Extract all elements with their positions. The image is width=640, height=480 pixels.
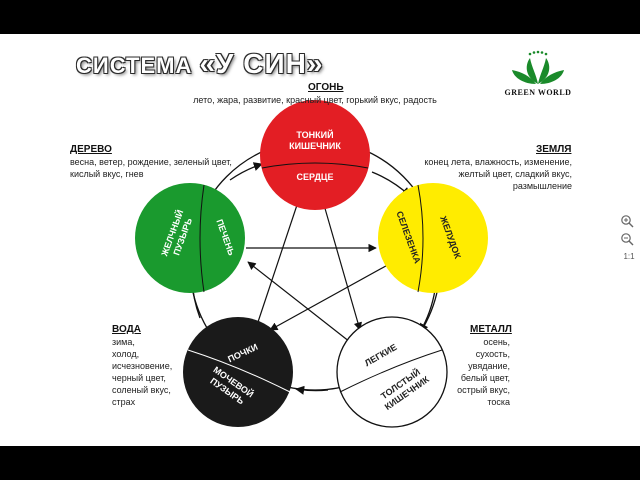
leaf-logo-icon bbox=[512, 50, 564, 84]
earth-circle bbox=[378, 183, 488, 293]
wood-desc: весна, ветер, рождение, зеленый цвет, ки… bbox=[70, 157, 232, 179]
fire-name: ОГОНЬ bbox=[308, 82, 344, 93]
arrow-earth-water bbox=[269, 261, 394, 331]
arrow-fire-metal bbox=[321, 197, 362, 331]
arrow-metal-wood bbox=[247, 261, 351, 343]
fire-circle bbox=[260, 100, 370, 210]
wood-circle bbox=[135, 183, 245, 293]
title-prefix: СИСТЕМА bbox=[76, 53, 200, 78]
green-world-logo: GREEN WORLD bbox=[496, 50, 580, 102]
water-name: ВОДА bbox=[112, 324, 141, 335]
zoom-out-icon[interactable] bbox=[620, 232, 634, 246]
water-circle bbox=[183, 317, 293, 427]
arrow-water-fire bbox=[257, 195, 302, 323]
earth-name: ЗЕМЛЯ bbox=[536, 144, 572, 155]
metal-desc: осень, сухость, увядание, белый цвет, ос… bbox=[457, 337, 510, 407]
fire-organ-bottom: СЕРДЦЕ bbox=[296, 172, 334, 182]
earth-element bbox=[378, 183, 488, 293]
water-desc: зима, холод, исчезновение, черный цвет, … bbox=[112, 337, 173, 407]
fire-organ-top: ТОНКИЙ КИШЕЧНИК bbox=[289, 130, 341, 151]
arrow-metal-water bbox=[295, 385, 329, 395]
zoom-in-icon[interactable] bbox=[620, 214, 634, 228]
wood-element bbox=[135, 183, 245, 293]
water-element bbox=[183, 317, 293, 427]
fire-desc: лето, жара, развитие, красный цвет, горь… bbox=[193, 95, 437, 105]
zoom-level: 1:1 bbox=[623, 252, 635, 261]
metal-name: МЕТАЛЛ bbox=[470, 324, 512, 335]
metal-element bbox=[336, 316, 448, 428]
metal-circle bbox=[336, 316, 448, 428]
page-title: СИСТЕМА «У СИН» bbox=[76, 48, 323, 80]
earth-desc: конец лета, влажность, изменение, желтый… bbox=[424, 157, 572, 191]
logo-text: GREEN WORLD bbox=[504, 88, 572, 97]
fire-element bbox=[260, 100, 370, 210]
wood-name: ДЕРЕВО bbox=[70, 144, 112, 155]
title-main: «У СИН» bbox=[199, 48, 324, 79]
